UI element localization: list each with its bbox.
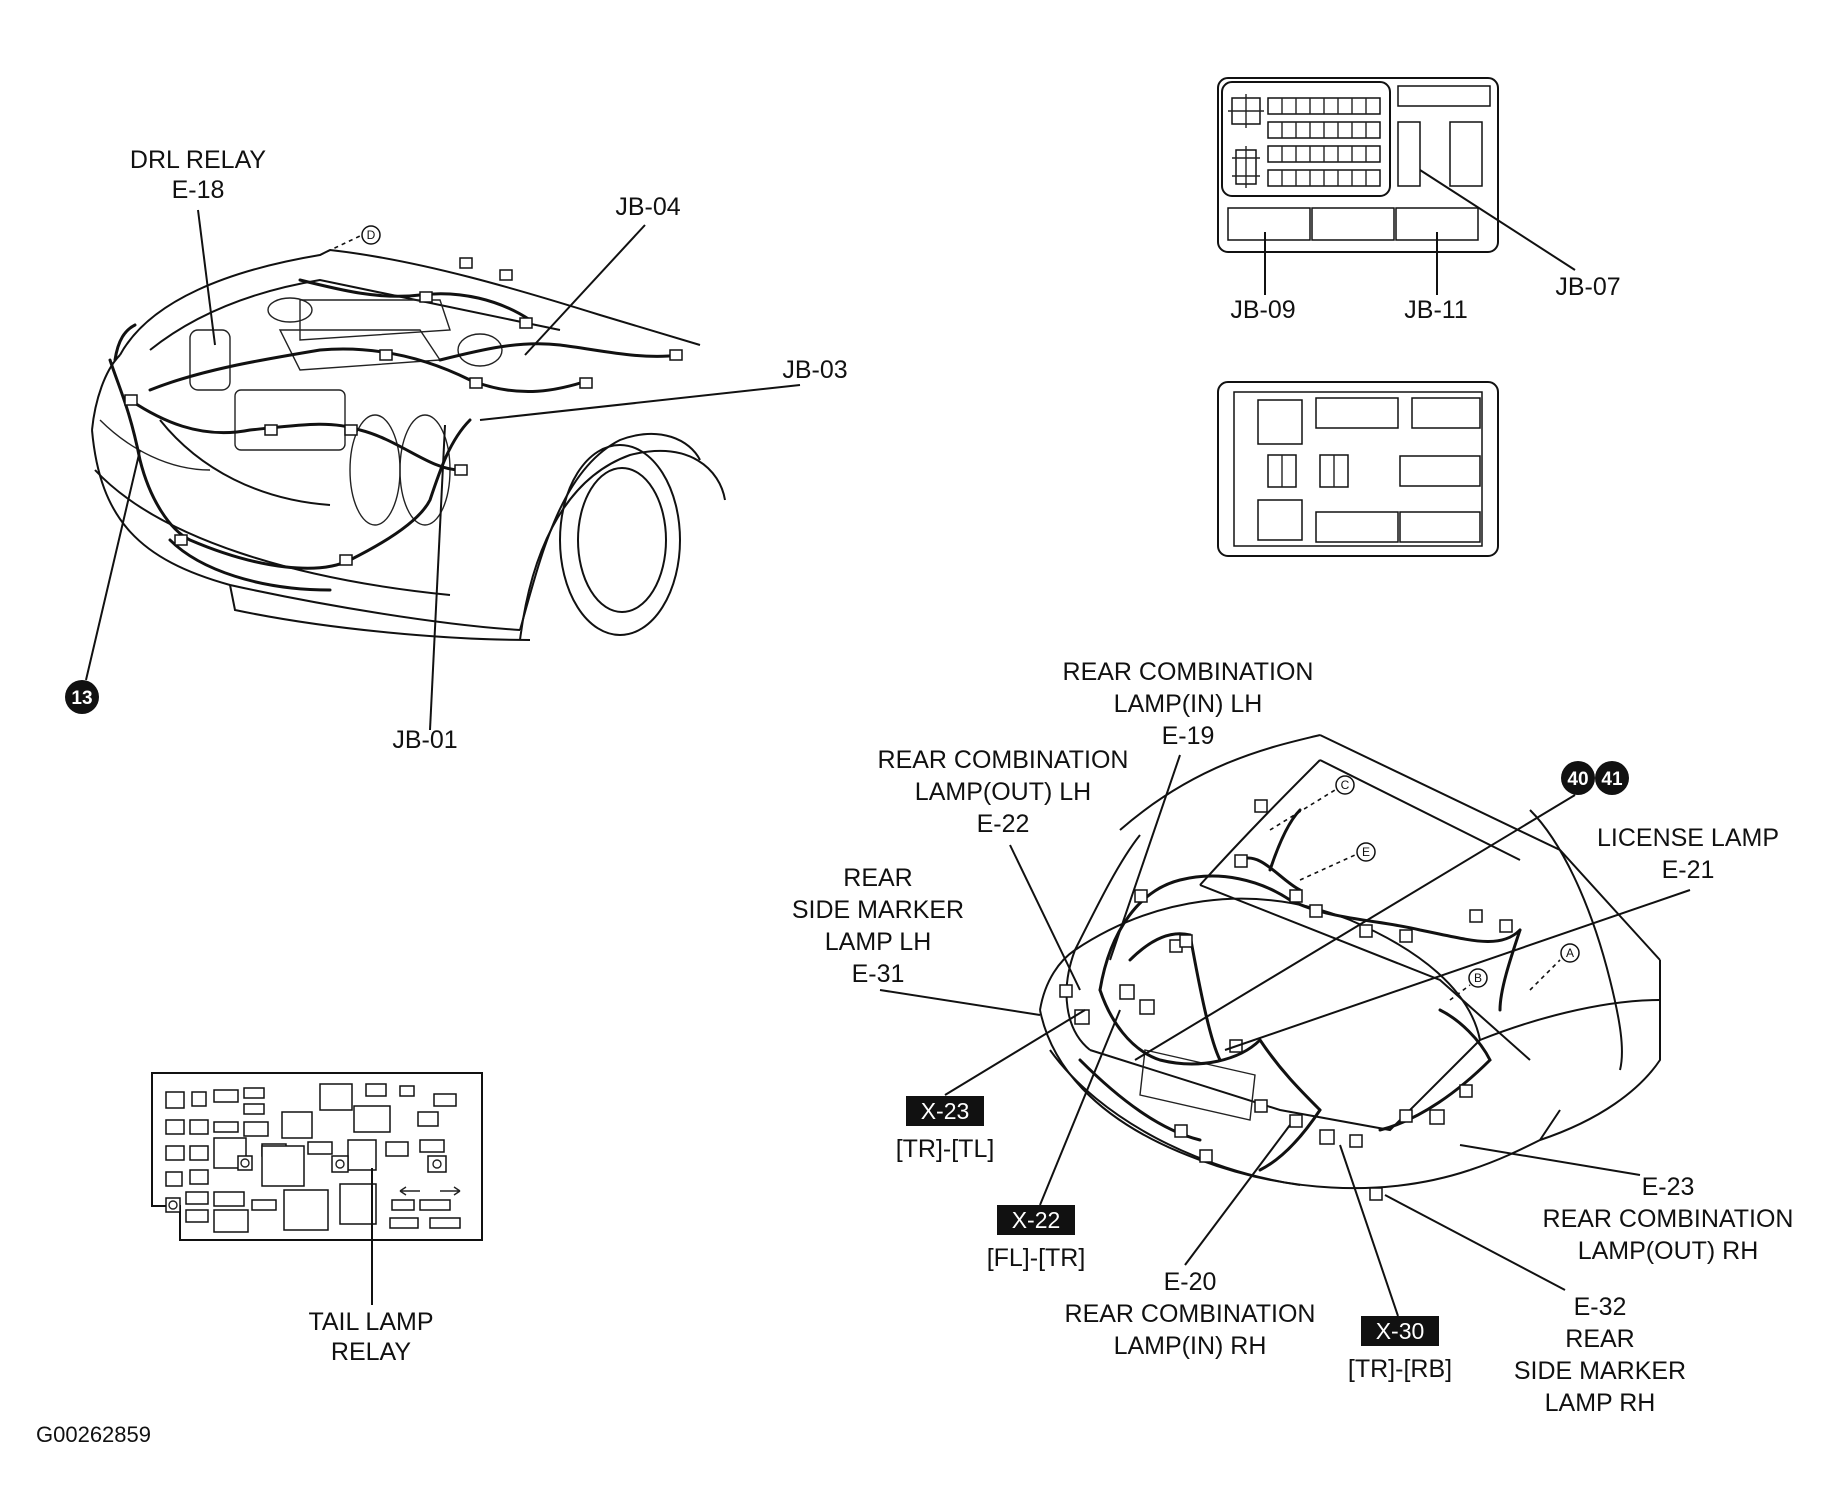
- svg-text:40: 40: [1567, 769, 1588, 790]
- svg-text:REAR COMBINATION: REAR COMBINATION: [1065, 1300, 1316, 1328]
- svg-text:LAMP(IN) RH: LAMP(IN) RH: [1114, 1332, 1267, 1360]
- relay-board: [151, 1072, 483, 1241]
- ground-point-13: 13: [65, 449, 141, 714]
- e32-label: E-32 REAR SIDE MARKER LAMP RH: [1384, 1194, 1686, 1417]
- jb11-label: JB-11: [1404, 232, 1468, 324]
- e19-label: REAR COMBINATION LAMP(IN) LH E-19: [1063, 658, 1314, 961]
- connection-point-c: C: [1335, 775, 1355, 795]
- svg-text:SIDE MARKER: SIDE MARKER: [792, 896, 964, 924]
- svg-text:[TR]-[TL]: [TR]-[TL]: [896, 1135, 995, 1163]
- svg-text:JB-11: JB-11: [1404, 296, 1467, 324]
- connection-point-b: B: [1468, 968, 1488, 988]
- svg-text:E-22: E-22: [977, 810, 1030, 838]
- svg-text:E-20: E-20: [1164, 1268, 1217, 1296]
- connection-point-d: D: [361, 225, 381, 245]
- svg-text:SIDE MARKER: SIDE MARKER: [1514, 1357, 1686, 1385]
- svg-text:X-30: X-30: [1376, 1318, 1425, 1344]
- svg-text:LAMP(OUT) RH: LAMP(OUT) RH: [1578, 1237, 1759, 1265]
- connection-point-e: E: [1356, 842, 1376, 862]
- jb04-label: JB-04: [524, 193, 681, 356]
- svg-text:REAR COMBINATION: REAR COMBINATION: [878, 746, 1129, 774]
- connection-point-a: A: [1560, 943, 1580, 963]
- svg-text:DRL RELAY: DRL RELAY: [130, 146, 266, 174]
- svg-text:[FL]-[TR]: [FL]-[TR]: [987, 1244, 1086, 1272]
- svg-text:LAMP RH: LAMP RH: [1545, 1389, 1656, 1417]
- svg-text:JB-04: JB-04: [615, 193, 680, 221]
- svg-text:13: 13: [71, 688, 92, 709]
- jb03-label: JB-03: [479, 356, 848, 421]
- e20-label: E-20 REAR COMBINATION LAMP(IN) RH: [1065, 1124, 1316, 1360]
- svg-text:REAR COMBINATION: REAR COMBINATION: [1543, 1205, 1794, 1233]
- e23-label: E-23 REAR COMBINATION LAMP(OUT) RH: [1459, 1144, 1794, 1265]
- jb07-label: JB-07: [1419, 169, 1621, 301]
- svg-text:X-22: X-22: [1012, 1207, 1061, 1233]
- junction-box-lower: [1217, 381, 1499, 557]
- e21-label: LICENSE LAMP E-21: [1224, 824, 1779, 1051]
- svg-text:E: E: [1362, 845, 1370, 859]
- svg-text:REAR: REAR: [843, 864, 912, 892]
- fuse-grid: [1228, 94, 1381, 188]
- x23-connector-label: X-23 [TR]-[TL]: [896, 1009, 1086, 1163]
- svg-text:E-18: E-18: [172, 176, 225, 204]
- front-car-view: [91, 235, 726, 641]
- svg-text:X-23: X-23: [921, 1098, 970, 1124]
- svg-text:LAMP(IN) LH: LAMP(IN) LH: [1114, 690, 1263, 718]
- svg-text:E-31: E-31: [852, 960, 905, 988]
- svg-text:E-21: E-21: [1662, 856, 1715, 884]
- svg-text:E-23: E-23: [1642, 1173, 1695, 1201]
- svg-text:LAMP(OUT) LH: LAMP(OUT) LH: [915, 778, 1091, 806]
- e31-label: REAR SIDE MARKER LAMP LH E-31: [792, 864, 1041, 1016]
- svg-text:REAR: REAR: [1565, 1325, 1634, 1353]
- svg-text:JB-07: JB-07: [1555, 273, 1620, 301]
- svg-text:JB-09: JB-09: [1230, 296, 1295, 324]
- svg-text:REAR COMBINATION: REAR COMBINATION: [1063, 658, 1314, 686]
- svg-text:JB-03: JB-03: [782, 356, 847, 384]
- svg-text:B: B: [1474, 971, 1482, 985]
- e22-label: REAR COMBINATION LAMP(OUT) LH E-22: [878, 746, 1129, 991]
- rear-car-view: [1039, 734, 1661, 1201]
- jb01-label: JB-01: [392, 424, 458, 754]
- svg-text:C: C: [1341, 778, 1350, 792]
- svg-text:D: D: [367, 228, 376, 242]
- x22-connector-label: X-22 [FL]-[TR]: [987, 1009, 1121, 1272]
- svg-text:LICENSE LAMP: LICENSE LAMP: [1597, 824, 1779, 852]
- ground-points-40-41: 40 41: [1134, 761, 1629, 1061]
- svg-text:41: 41: [1601, 769, 1623, 790]
- svg-text:E-32: E-32: [1574, 1293, 1627, 1321]
- junction-box-top: [1217, 77, 1499, 253]
- svg-text:E-19: E-19: [1162, 722, 1215, 750]
- tail-lamp-relay-label: TAIL LAMP RELAY: [308, 1168, 434, 1366]
- svg-text:[TR]-[RB]: [TR]-[RB]: [1348, 1355, 1452, 1383]
- svg-text:LAMP LH: LAMP LH: [825, 928, 932, 956]
- svg-text:RELAY: RELAY: [331, 1338, 411, 1366]
- svg-text:TAIL LAMP: TAIL LAMP: [308, 1308, 433, 1336]
- drl-relay-label: DRL RELAY E-18: [130, 146, 266, 346]
- svg-text:A: A: [1566, 946, 1574, 960]
- figure-id: G00262859: [36, 1422, 151, 1447]
- svg-text:JB-01: JB-01: [392, 726, 457, 754]
- jb09-label: JB-09: [1230, 232, 1296, 324]
- x30-connector-label: X-30 [TR]-[RB]: [1339, 1144, 1452, 1383]
